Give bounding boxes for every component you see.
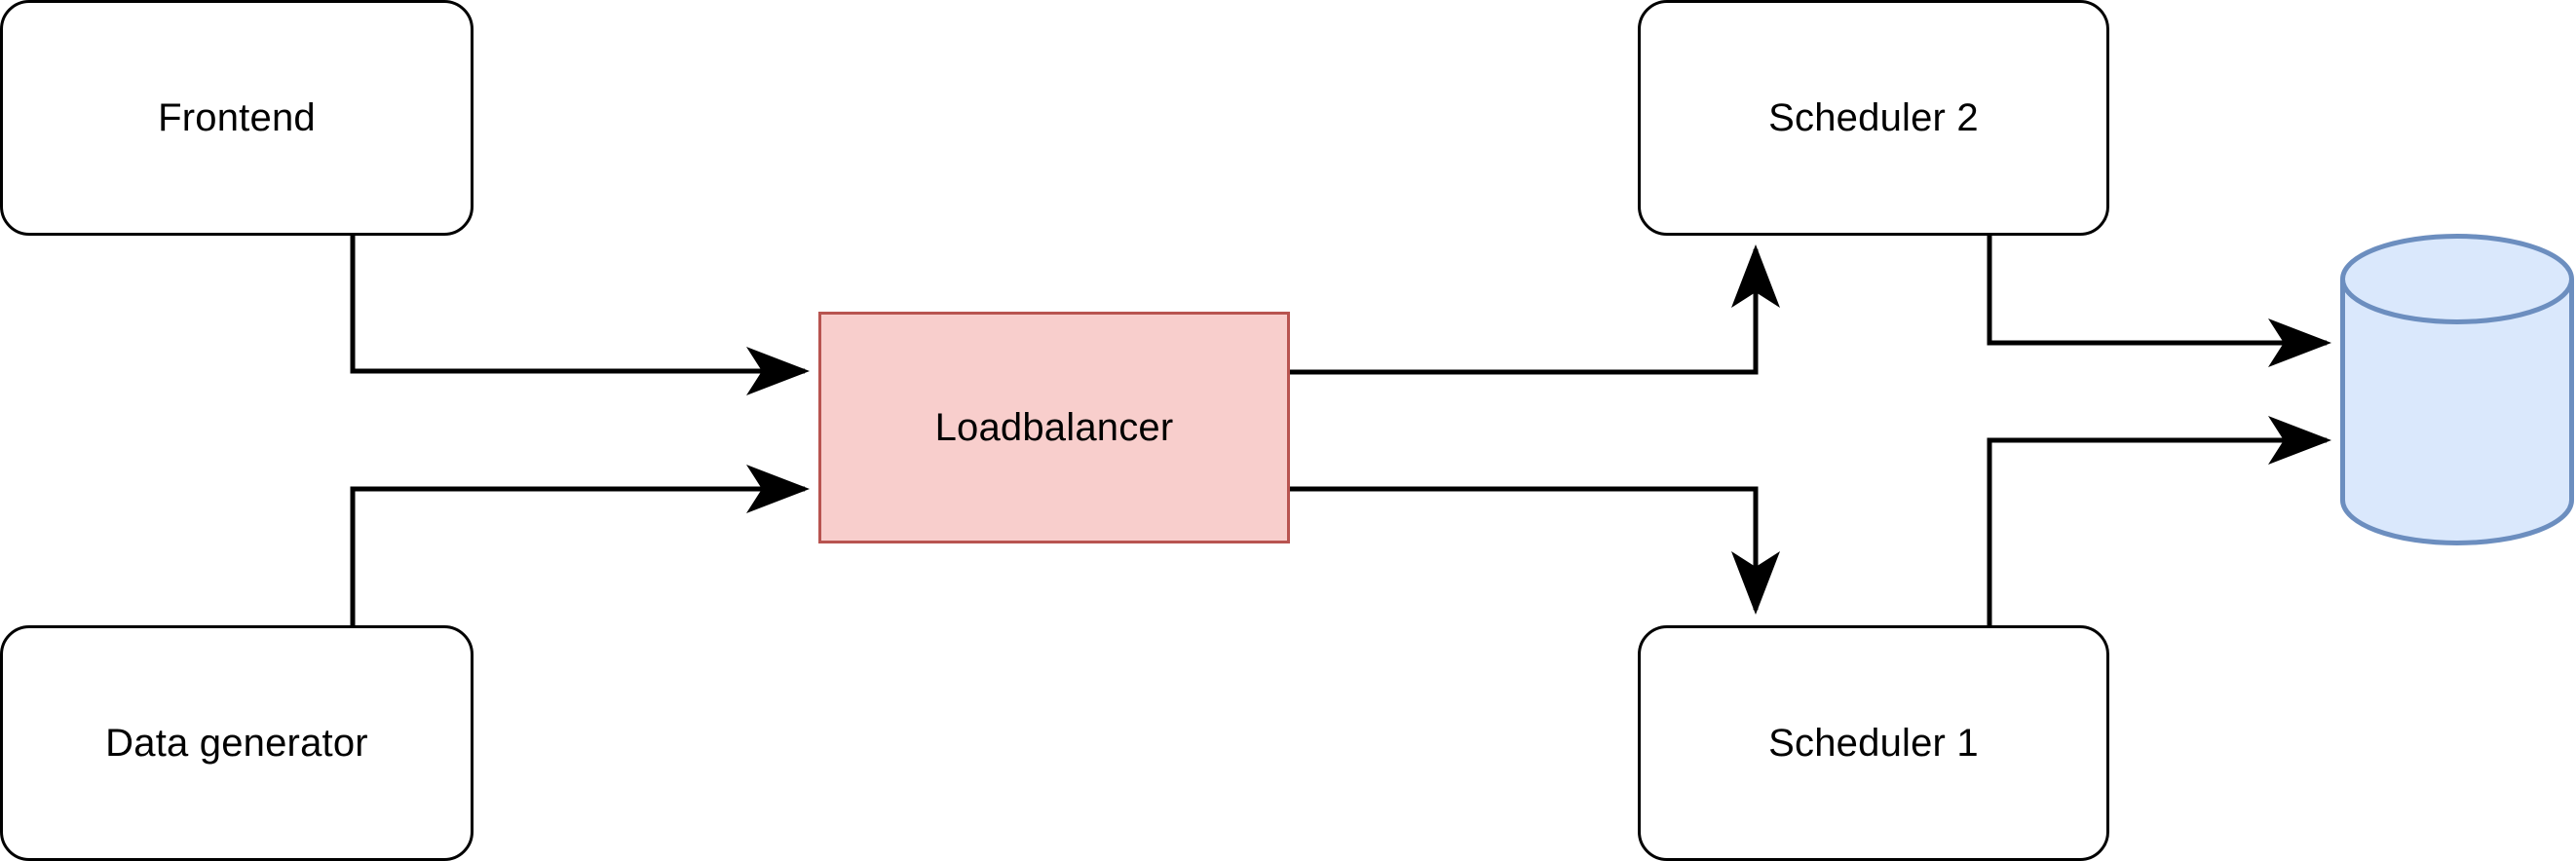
node-data-generator[interactable]: Data generator — [0, 625, 474, 861]
node-loadbalancer[interactable]: Loadbalancer — [818, 312, 1290, 543]
node-scheduler-1-label: Scheduler 1 — [1768, 722, 1979, 765]
database-cylinder-icon — [2340, 234, 2574, 545]
node-scheduler-2-label: Scheduler 2 — [1768, 96, 1979, 139]
node-frontend[interactable]: Frontend — [0, 0, 474, 236]
node-scheduler-2[interactable]: Scheduler 2 — [1638, 0, 2109, 236]
edge-scheduler-1-to-postgres — [1987, 416, 2331, 625]
edge-scheduler-2-to-postgres — [1987, 236, 2331, 368]
edge-loadbalancer-to-scheduler-2 — [1290, 244, 1781, 375]
node-postgres[interactable]: Postgres — [2340, 234, 2574, 545]
node-loadbalancer-label: Loadbalancer — [934, 406, 1174, 449]
edge-loadbalancer-to-scheduler-1 — [1290, 486, 1780, 615]
edge-frontend-to-loadbalancer — [350, 234, 810, 396]
node-data-generator-label: Data generator — [105, 722, 368, 765]
edge-data-generator-to-loadbalancer — [350, 465, 810, 625]
node-frontend-label: Frontend — [158, 96, 316, 139]
node-scheduler-1[interactable]: Scheduler 1 — [1638, 625, 2109, 861]
